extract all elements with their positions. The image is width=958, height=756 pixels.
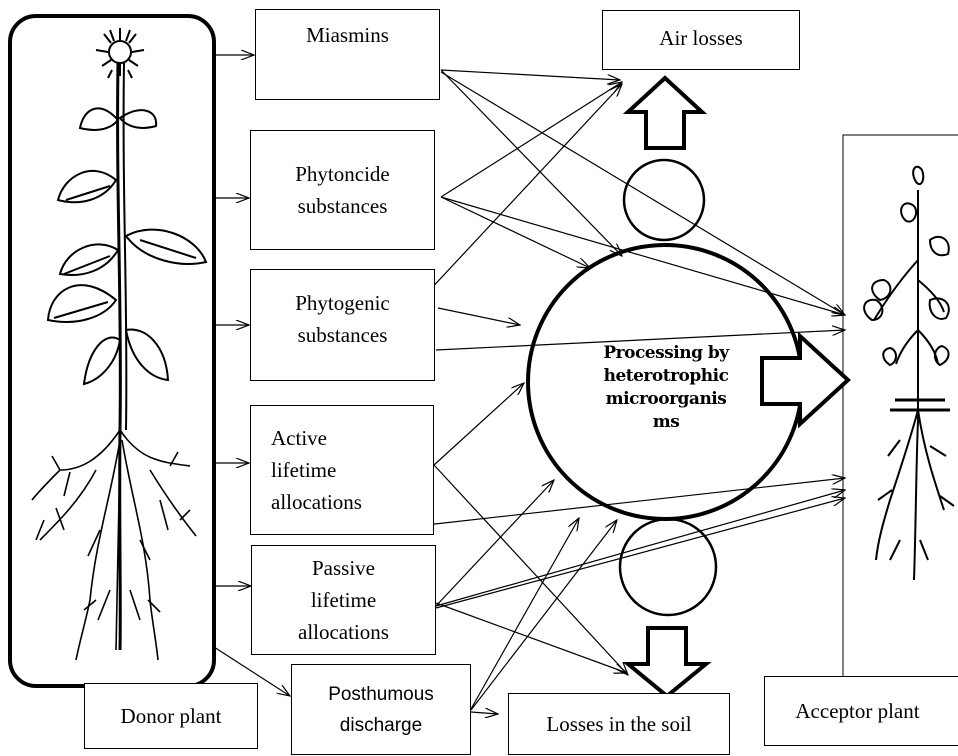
active-label-3: allocations	[271, 490, 362, 514]
phytoncide-box: Phytoncide substances	[250, 130, 435, 250]
passive-allocations-box: Passive lifetime allocations	[251, 545, 436, 655]
donor-roots-icon	[31, 429, 197, 661]
donor-plant-label: Donor plant	[120, 704, 222, 728]
acceptor-plant-frame	[842, 134, 958, 681]
phytoncide-label-2: substances	[297, 194, 388, 218]
air-small-circle	[622, 158, 706, 242]
miasmins-box: Miasmins	[255, 9, 440, 100]
passive-label-1: Passive	[312, 556, 375, 580]
soil-small-circle	[618, 517, 718, 617]
processing-label: Processing by heterotrophic microorganis…	[566, 342, 766, 434]
posthumous-label-1: Posthumous	[328, 683, 434, 705]
leaf-icons	[46, 107, 208, 386]
active-label-2: lifetime	[271, 458, 337, 482]
processing-right-arrow	[760, 331, 851, 429]
passive-label-2: lifetime	[310, 588, 377, 612]
miasmins-label: Miasmins	[306, 22, 389, 47]
soil-down-arrow	[622, 626, 712, 699]
phytogenic-label-1: Phytogenic	[295, 291, 390, 315]
processing-label-4: ms	[652, 412, 680, 432]
donor-plant-drawing	[31, 28, 208, 661]
donor-plant-frame	[8, 14, 216, 688]
processing-label-3: microorganis	[605, 389, 727, 409]
air-up-arrow	[622, 75, 708, 150]
phytogenic-label-2: substances	[297, 323, 388, 347]
phytoncide-label-1: Phytoncide	[295, 162, 390, 186]
active-label-1: Active	[271, 426, 327, 450]
processing-label-2: heterotrophic	[603, 366, 729, 386]
posthumous-box: Posthumous discharge	[291, 664, 471, 755]
acceptor-plant-box: Acceptor plant	[764, 676, 958, 746]
acceptor-plant-label: Acceptor plant	[795, 699, 920, 723]
posthumous-label-2: discharge	[339, 714, 423, 736]
donor-plant-box: Donor plant	[84, 683, 258, 749]
phytogenic-box: Phytogenic substances	[250, 269, 435, 381]
soil-losses-box: Losses in the soil	[508, 693, 730, 755]
connector-arrows	[371, 69, 845, 714]
donor-to-box-arrows	[213, 55, 290, 696]
processing-label-1: Processing by	[603, 343, 729, 363]
passive-label-3: allocations	[298, 620, 389, 644]
air-losses-box: Air losses	[602, 10, 800, 70]
acceptor-plant-drawing	[863, 165, 955, 581]
active-allocations-box: Active lifetime allocations	[250, 405, 434, 535]
air-losses-label: Air losses	[659, 26, 743, 50]
sunflower-head-icon	[95, 28, 145, 79]
soil-losses-label: Losses in the soil	[546, 712, 692, 736]
